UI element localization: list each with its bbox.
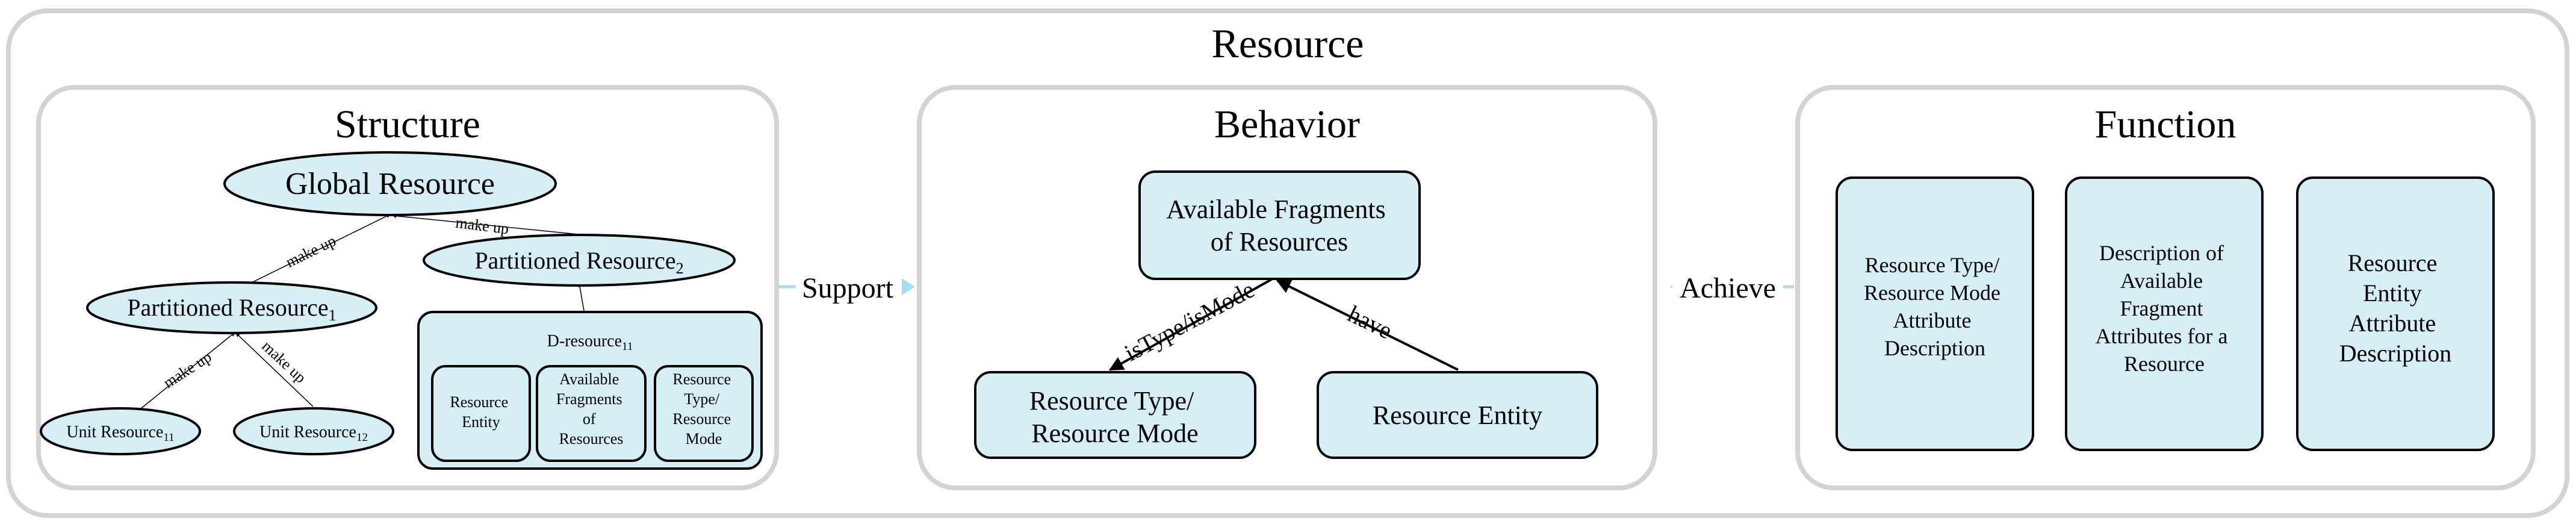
achieve-label: Achieve bbox=[1680, 272, 1776, 304]
unit-resource-12-node bbox=[233, 407, 394, 455]
unit-resource-11-label: Unit Resource11 bbox=[66, 423, 174, 444]
function-box-typemode-label: Resource Type/ Resource Mode Attribute D… bbox=[1864, 253, 2006, 360]
resource-typemode-label: Resource Type/ Resource Mode bbox=[1029, 386, 1200, 448]
d-item-fragments-label: Available Fragments of Resources bbox=[556, 370, 626, 448]
edge-partitioned1-global bbox=[240, 214, 391, 289]
partitioned-resource-1-node bbox=[86, 281, 377, 334]
diagram-title: Resource bbox=[1211, 20, 1364, 66]
edge-entity-available bbox=[1276, 279, 1459, 371]
behavior-title: Behavior bbox=[1214, 102, 1360, 146]
unit-resource-12-label: Unit Resource12 bbox=[259, 423, 368, 444]
available-fragments-node bbox=[1138, 170, 1421, 280]
support-label-bg bbox=[796, 265, 899, 308]
support-arrowhead bbox=[902, 278, 915, 295]
resource-typemode-node bbox=[974, 371, 1256, 459]
d-item-typemode-box bbox=[654, 365, 754, 462]
function-box-typemode bbox=[1836, 176, 2034, 451]
d-item-entity-label: Resource Entity bbox=[450, 393, 512, 431]
global-resource-label: Global Resource bbox=[285, 167, 495, 201]
d-item-fragments-box bbox=[536, 365, 647, 462]
unit-resource-11-node bbox=[40, 407, 201, 455]
partitioned-resource-1-label: Partitioned Resource1 bbox=[127, 294, 336, 324]
function-box-entity bbox=[2296, 176, 2495, 451]
partitioned-resource-2-node bbox=[423, 234, 736, 287]
edge-dresource-partitioned2 bbox=[577, 282, 585, 311]
edge-unit11-partitioned1 bbox=[139, 332, 235, 410]
edge-available-typemode bbox=[1108, 278, 1272, 371]
function-box-fragments bbox=[2065, 176, 2264, 451]
achieve-label-bg bbox=[1672, 265, 1783, 308]
resource-entity-label: Resource Entity bbox=[1373, 401, 1542, 430]
function-box-fragments-label: Description of Available Fragment Attrib… bbox=[2096, 241, 2233, 376]
d-resource-label: D-resource11 bbox=[547, 332, 633, 353]
d-item-entity-box bbox=[431, 365, 531, 462]
resource-entity-node bbox=[1317, 371, 1598, 459]
available-fragments-label: Available Fragments of Resources bbox=[1166, 195, 1392, 257]
structure-title: Structure bbox=[335, 102, 480, 146]
edge-partitioned2-global bbox=[392, 214, 585, 235]
global-resource-node bbox=[223, 151, 557, 216]
d-item-typemode-label: Resource Type/ Resource Mode bbox=[672, 370, 734, 448]
function-title: Function bbox=[2095, 102, 2236, 146]
partitioned-resource-2-label: Partitioned Resource2 bbox=[474, 247, 683, 277]
support-label: Support bbox=[802, 272, 894, 304]
function-box-entity-label: Resource Entity Attribute Description bbox=[2339, 249, 2452, 367]
edge-unit12-partitioned1 bbox=[235, 332, 314, 407]
